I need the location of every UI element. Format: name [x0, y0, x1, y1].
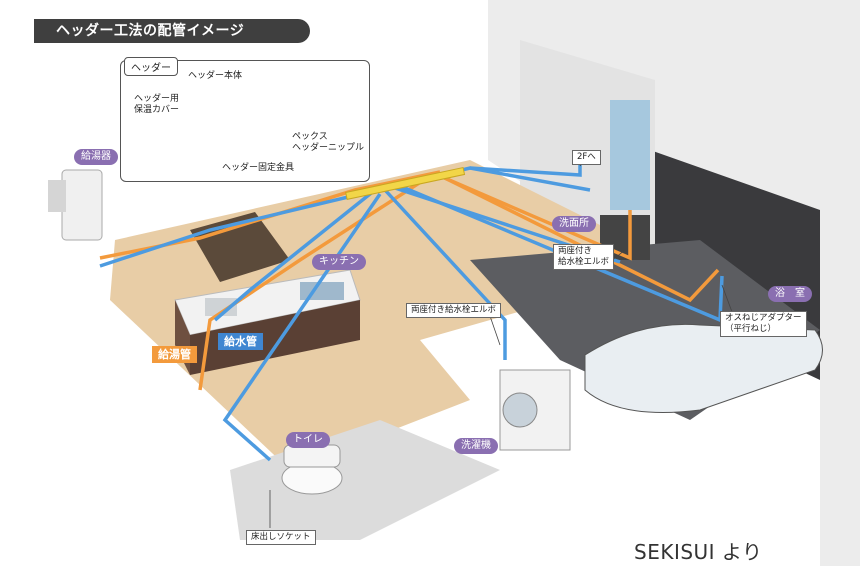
floor-header-unit	[345, 166, 466, 200]
label-header-insulation: ヘッダー用 保温カバー	[134, 94, 180, 115]
room-toilet: トイレ	[286, 432, 330, 448]
room-bath: 浴 室	[768, 286, 812, 302]
cold-pipe-upstairs	[469, 160, 582, 177]
callout-upstairs: 2Fへ	[572, 150, 601, 165]
kitchen-sink	[205, 298, 237, 316]
hot-pipe-washroom	[439, 174, 632, 261]
header-detail-tab: ヘッダー	[124, 57, 178, 76]
callout-toilet-socket: 床出しソケット	[246, 530, 316, 545]
callout-laundry-elbow: 両座付き給水栓エルボ	[406, 303, 502, 318]
callout-bath-adapter: オスねじアダプター （平行ねじ）	[720, 311, 807, 337]
kitchen-stove	[300, 282, 344, 300]
label-header-body: ヘッダー本体	[188, 71, 243, 81]
bathtub	[584, 323, 823, 413]
header-detail-box	[120, 60, 370, 182]
label-header-nipple: ペックス ヘッダーニップル	[292, 132, 365, 153]
hot-pipe-label: 給湯管	[152, 346, 197, 363]
washroom-mirror	[610, 100, 650, 210]
page-title: ヘッダー工法の配管イメージ	[34, 19, 310, 43]
cold-pipe-kitchen	[213, 188, 377, 322]
water-heater-panel	[48, 180, 66, 212]
label-header-bracket: ヘッダー固定金具	[222, 163, 295, 173]
callout-washroom-elbow: 両座付き 給水栓エルボ	[553, 244, 615, 270]
washing-machine-door	[502, 392, 538, 428]
toilet-tank	[283, 444, 341, 468]
room-laundry: 洗濯機	[454, 438, 498, 454]
kitchen-cabinet-front	[190, 300, 360, 375]
water-heater-unit	[61, 169, 103, 241]
room-kitchen: キッチン	[312, 254, 366, 270]
room-water-heater: 給湯器	[74, 149, 118, 165]
hot-pipe-bath	[444, 176, 720, 303]
cold-pipe-laundry	[383, 188, 507, 360]
cold-pipe-label: 給水管	[218, 333, 263, 350]
leader-laundry-elbow	[489, 315, 501, 346]
cold-pipe-main	[99, 166, 591, 268]
source-credit: SEKISUI より	[634, 540, 763, 564]
room-washroom: 洗面所	[552, 216, 596, 232]
